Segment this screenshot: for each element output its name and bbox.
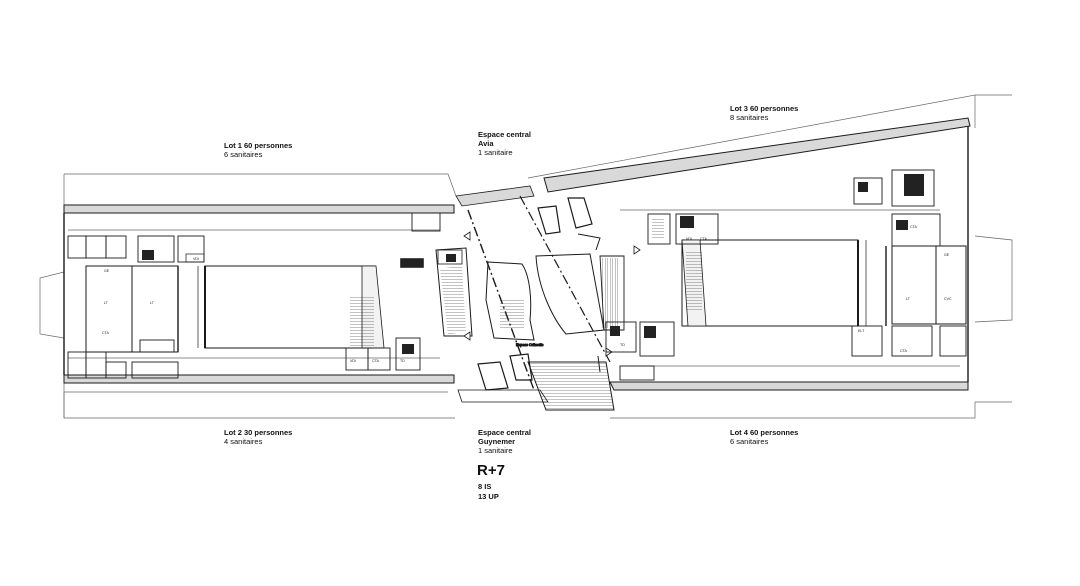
room-tag-cta-left: CTA xyxy=(102,331,110,335)
lot4-label: Lot 4 60 personnes 6 sanitaires xyxy=(730,428,798,446)
level-title: R+7 xyxy=(477,462,505,479)
lot1-title: Lot 1 60 personnes xyxy=(224,141,293,150)
room-tag-cta-right-bottom: CTA xyxy=(900,349,908,353)
lot4-title: Lot 4 60 personnes xyxy=(730,428,799,437)
room-tag-ge-right: GE xyxy=(944,253,950,257)
room-tag-cvc-right: CVC xyxy=(944,297,952,301)
central-space: Espace Orthoclie xyxy=(435,195,641,411)
right-wing xyxy=(605,169,967,381)
room-tag-vdi-left: VDI xyxy=(193,257,199,261)
central-guynemer-sanitaire: 1 sanitaire xyxy=(478,446,513,455)
central-avia-sanitaire: 1 sanitaire xyxy=(478,148,513,157)
level-up-count: 13 UP xyxy=(478,492,499,501)
room-tag-vdi-right: VDI xyxy=(686,237,692,241)
central-avia-title: Espace central xyxy=(478,130,531,139)
central-guynemer-label: Espace central Guynemer 1 sanitaire xyxy=(478,428,531,455)
central-avia-label: Espace central Avia 1 sanitaire xyxy=(478,130,531,157)
central-guynemer-title: Espace central xyxy=(478,428,531,437)
left-wing xyxy=(67,212,441,379)
lot3-label: Lot 3 60 personnes 8 sanitaires xyxy=(730,104,798,122)
central-guynemer-name: Guynemer xyxy=(478,437,516,446)
lot3-title: Lot 3 60 personnes xyxy=(730,104,799,113)
room-tag-elt-right: ELT xyxy=(858,329,865,333)
building-walls xyxy=(63,117,971,403)
lot2-sanitaires: 4 sanitaires xyxy=(224,437,263,446)
level-is-count: 8 IS xyxy=(478,482,492,491)
room-tag-cta-left-bottom: CTA xyxy=(372,359,380,363)
room-tags: LT LT CTA GE VDI VDI CTA TD LT CVC GE CT… xyxy=(102,225,952,363)
lot2-title: Lot 2 30 personnes xyxy=(224,428,293,437)
lot3-sanitaires: 8 sanitaires xyxy=(730,113,769,122)
room-tag-lt-left: LT xyxy=(104,301,109,305)
central-space-tag: Espace Orthoclie xyxy=(516,343,543,347)
lot1-label: Lot 1 60 personnes 6 sanitaires xyxy=(224,141,292,159)
room-tag-lt-right: LT xyxy=(906,297,911,301)
room-tag-cta-right-top: CTA xyxy=(910,225,918,229)
room-tag-td-left: TD xyxy=(400,359,405,363)
room-tag-vdi-left-bottom: VDI xyxy=(350,359,356,363)
central-avia-name: Avia xyxy=(478,139,494,148)
room-tag-cta-right: CTA xyxy=(700,237,708,241)
room-tag-td-right: TD xyxy=(620,343,625,347)
room-tag-lt-left-2: LT xyxy=(150,301,155,305)
lot2-label: Lot 2 30 personnes 4 sanitaires xyxy=(224,428,292,446)
room-tag-ge-left: GE xyxy=(104,269,110,273)
lot4-sanitaires: 6 sanitaires xyxy=(730,437,769,446)
lot1-sanitaires: 6 sanitaires xyxy=(224,150,263,159)
